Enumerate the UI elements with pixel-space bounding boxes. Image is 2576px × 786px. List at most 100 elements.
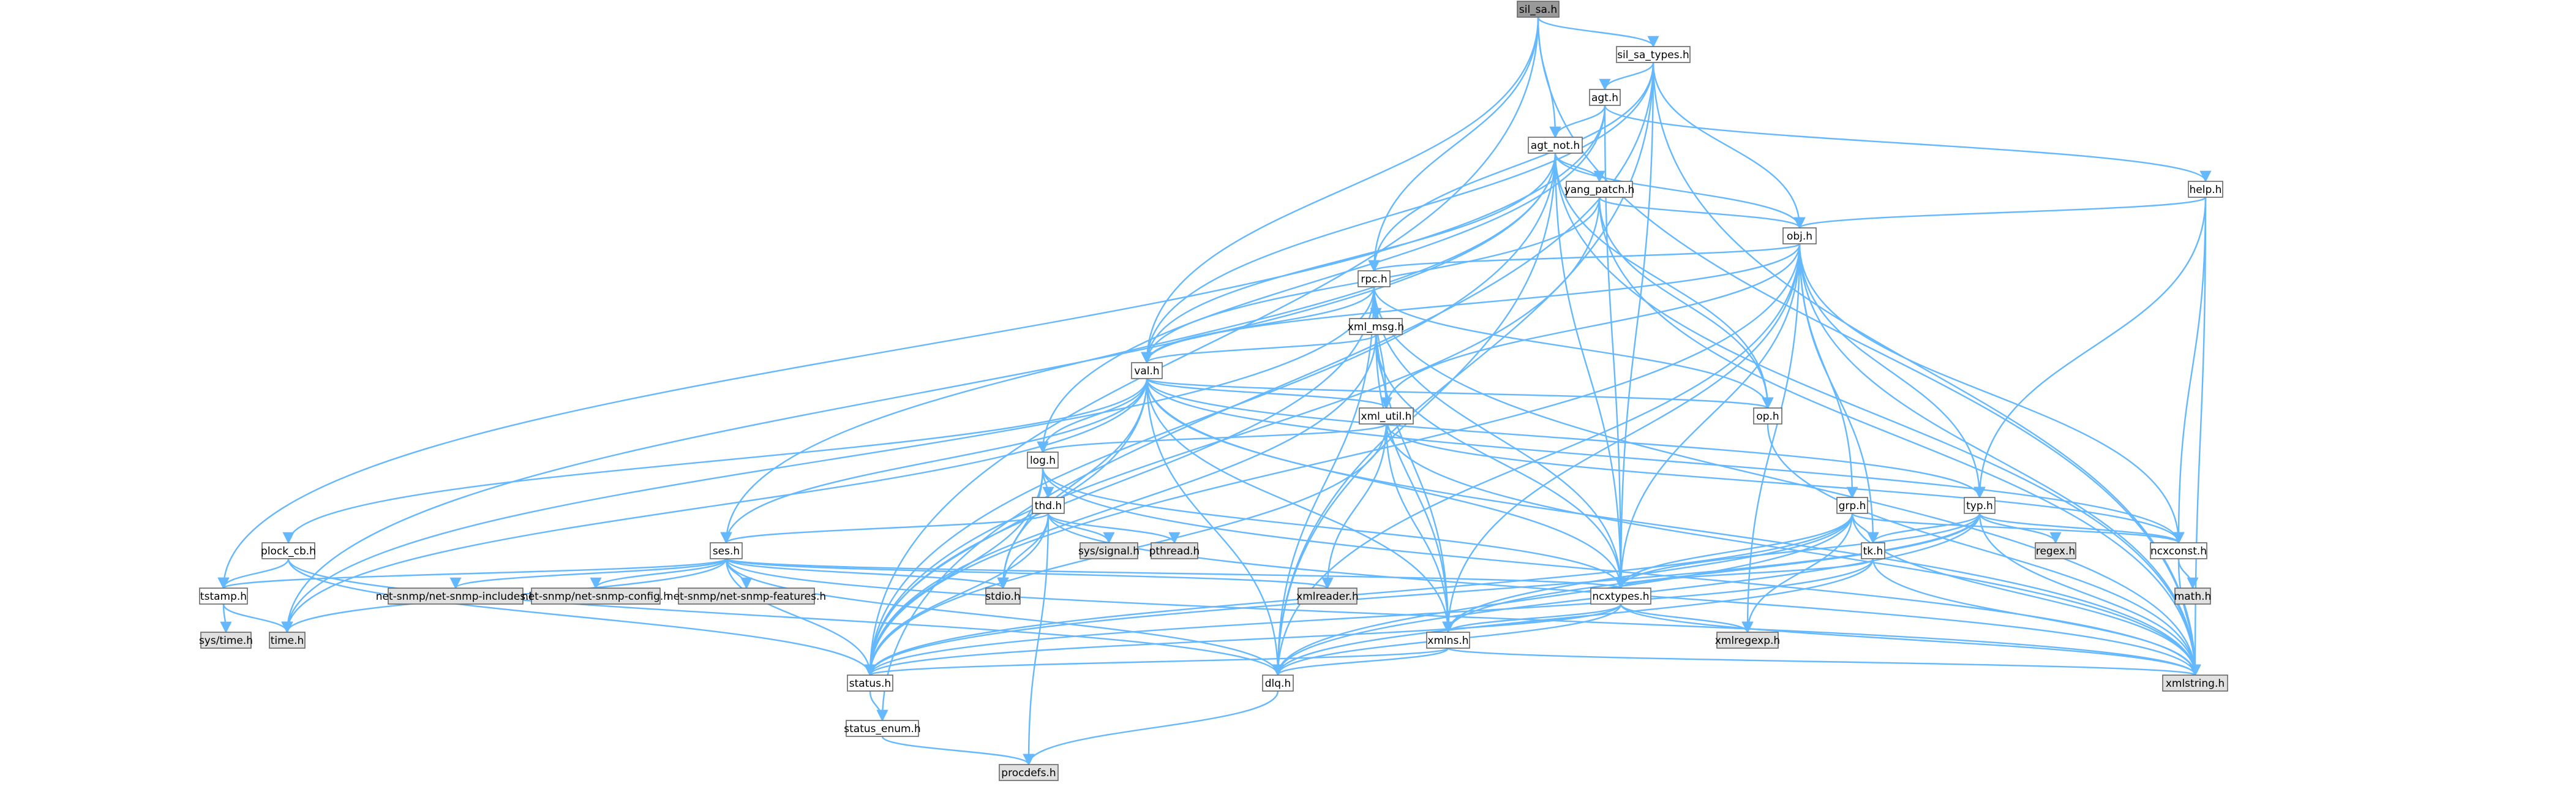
- node-ncxtypes-h[interactable]: ncxtypes.h: [1590, 588, 1651, 605]
- node-val-h[interactable]: val.h: [1131, 362, 1163, 379]
- edge-ncxtypes-h-to-status-h: [864, 603, 1622, 676]
- node-box-agt-not-h: [1528, 137, 1583, 154]
- node-xmlstring-h: xmlstring.h: [2162, 675, 2228, 692]
- node-label-obj-h: obj.h: [1787, 230, 1812, 243]
- node-net-snmp-features-h: net-snmp/net-snmp-features.h: [667, 588, 826, 605]
- edge-agt-not-h-to-time-h: [281, 153, 1556, 633]
- edge-grp-h-to-dlq-h: [1272, 513, 1853, 676]
- node-agt-not-h[interactable]: agt_not.h: [1528, 137, 1583, 154]
- node-label-tk-h: tk.h: [1863, 545, 1883, 557]
- node-box-math-h: [2174, 588, 2211, 605]
- edge-val-h-to-xml-util-h: [1146, 377, 1392, 409]
- edge-rpc-h-to-status-h: [864, 286, 1375, 676]
- edge-dlq-h-to-procdefs-h: [1023, 690, 1279, 766]
- node-box-thd-h: [1032, 497, 1065, 514]
- node-label-net-snmp-config-h: net-snmp/net-snmp-config.h: [522, 591, 670, 603]
- node-sys-time-h: sys/time.h: [199, 632, 253, 649]
- node-rpc-h[interactable]: rpc.h: [1357, 270, 1391, 287]
- node-plock-cb-h[interactable]: plock_cb.h: [261, 542, 316, 559]
- node-box-pthread-h: [1151, 542, 1198, 559]
- edge-obj-h-to-xml-util-h: [1380, 243, 1801, 409]
- node-xmlns-h[interactable]: xmlns.h: [1426, 632, 1470, 649]
- node-obj-h[interactable]: obj.h: [1782, 227, 1817, 244]
- edge-thd-h-to-sys-signal-h: [1047, 513, 1115, 544]
- edge-val-h-to-status-h: [864, 378, 1148, 676]
- node-box-grp-h: [1836, 497, 1868, 514]
- node-agt-h[interactable]: agt.h: [1589, 89, 1621, 106]
- edge-agt-not-h-to-op-h: [1554, 153, 1774, 409]
- node-label-typ-h: typ.h: [1966, 500, 1993, 512]
- edge-ses-h-to-stdio-h: [725, 557, 1009, 589]
- edge-typ-h-to-xmlstring-h: [1978, 513, 2201, 676]
- node-label-status-h: status.h: [849, 678, 891, 690]
- edge-yang-patch-h-to-obj-h: [1598, 197, 1806, 229]
- edge-obj-h-to-rpc-h: [1368, 243, 1801, 272]
- edge-sil-sa-h-to-xmlstring-h: [1537, 17, 2201, 676]
- edge-val-h-to-op-h: [1146, 377, 1773, 409]
- edge-ses-h-to-ncxtypes-h: [725, 557, 1626, 589]
- edge-typ-h-to-ncxconst-h: [1978, 513, 2185, 544]
- node-ncxconst-h[interactable]: ncxconst.h: [2150, 542, 2207, 559]
- edge-val-h-to-ses-h: [720, 378, 1148, 544]
- edge-agt-h-to-tstamp-h: [217, 105, 1606, 589]
- node-status-h[interactable]: status.h: [847, 675, 893, 692]
- node-label-help-h: help.h: [2190, 184, 2222, 196]
- node-ses-h[interactable]: ses.h: [710, 542, 743, 559]
- edge-val-h-to-xmlstring-h: [1146, 378, 2201, 676]
- node-xml-msg-h[interactable]: xml_msg.h: [1348, 318, 1404, 335]
- node-log-h[interactable]: log.h: [1027, 452, 1059, 469]
- edge-xmlns-h-to-dlq-h: [1272, 648, 1449, 676]
- node-typ-h[interactable]: typ.h: [1964, 497, 1996, 514]
- edge-val-h-to-ncxconst-h: [1146, 378, 2185, 544]
- node-thd-h[interactable]: thd.h: [1032, 497, 1065, 514]
- edge-grp-h-to-xmlns-h: [1442, 513, 1853, 633]
- node-label-val-h: val.h: [1134, 365, 1159, 377]
- node-label-math-h: math.h: [2174, 591, 2212, 603]
- edge-obj-h-to-ncxconst-h: [1798, 243, 2185, 544]
- node-label-procdefs-h: procdefs.h: [1001, 767, 1056, 779]
- node-procdefs-h: procdefs.h: [999, 764, 1059, 781]
- edge-help-h-to-obj-h: [1793, 196, 2207, 229]
- edge-sil-sa-types-h-to-agt-h: [1599, 62, 1654, 91]
- node-label-stdio-h: stdio.h: [985, 591, 1020, 603]
- node-tk-h[interactable]: tk.h: [1861, 542, 1885, 559]
- node-help-h[interactable]: help.h: [2188, 181, 2223, 198]
- node-box-xmlstring-h: [2162, 675, 2228, 692]
- edge-sil-sa-types-h-to-rpc-h: [1368, 62, 1654, 272]
- edge-xml-util-h-to-xmlreader-h: [1321, 423, 1388, 589]
- node-status-enum-h[interactable]: status_enum.h: [844, 720, 921, 737]
- node-label-regex-h: regex.h: [2036, 545, 2075, 557]
- edge-val-h-to-dlq-h: [1146, 378, 1284, 676]
- edge-val-h-to-xmlns-h: [1146, 378, 1454, 633]
- node-box-val-h: [1131, 362, 1163, 379]
- node-tstamp-h[interactable]: tstamp.h: [199, 588, 248, 605]
- node-sil-sa-types-h[interactable]: sil_sa_types.h: [1616, 46, 1691, 63]
- node-sys-signal-h: sys/signal.h: [1078, 542, 1140, 559]
- edge-obj-h-to-typ-h: [1798, 243, 1986, 499]
- node-yang-patch-h[interactable]: yang_patch.h: [1564, 181, 1635, 198]
- edge-xml-util-h-to-xmlns-h: [1385, 423, 1454, 633]
- node-label-ncxtypes-h: ncxtypes.h: [1592, 591, 1649, 603]
- node-box-ncxconst-h: [2150, 542, 2207, 559]
- edge-xmlns-h-to-xmlstring-h: [1447, 647, 2201, 676]
- node-label-xmlregexp-h: xmlregexp.h: [1715, 635, 1780, 647]
- node-box-sys-signal-h: [1080, 542, 1138, 559]
- node-dlq-h[interactable]: dlq.h: [1262, 675, 1294, 692]
- edge-typ-h-to-regex-h: [1978, 513, 2062, 544]
- node-op-h[interactable]: op.h: [1753, 407, 1782, 425]
- node-xml-util-h[interactable]: xml_util.h: [1359, 407, 1414, 425]
- node-box-xml-util-h: [1359, 407, 1414, 425]
- node-label-agt-not-h: agt_not.h: [1531, 140, 1580, 152]
- edge-thd-h-to-status-h: [864, 513, 1050, 676]
- edge-ses-h-to-dlq-h: [725, 558, 1284, 676]
- node-box-op-h: [1753, 407, 1782, 425]
- node-grp-h[interactable]: grp.h: [1836, 497, 1868, 514]
- node-pthread-h: pthread.h: [1149, 542, 1200, 559]
- edge-layer: [217, 17, 2212, 766]
- edge-ses-h-to-xmlreader-h: [725, 557, 1333, 589]
- node-label-ncxconst-h: ncxconst.h: [2150, 545, 2207, 557]
- edge-rpc-h-to-ncxtypes-h: [1373, 286, 1627, 589]
- edge-obj-h-to-xmlstring-h: [1798, 243, 2201, 676]
- edge-xml-msg-h-to-val-h: [1141, 333, 1377, 364]
